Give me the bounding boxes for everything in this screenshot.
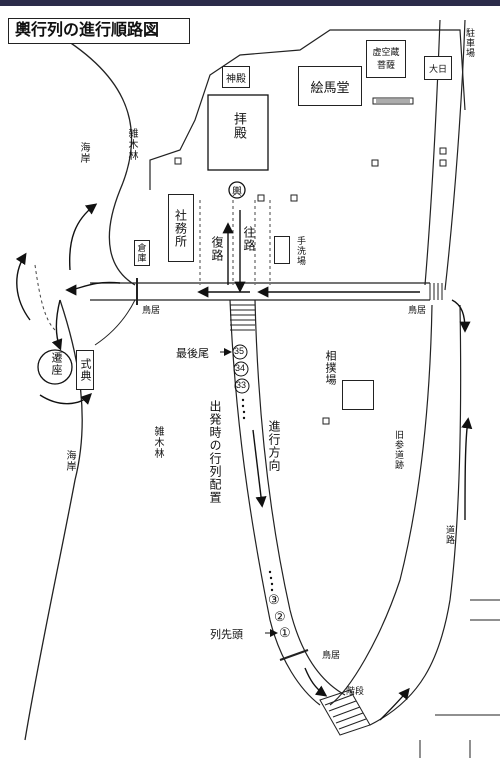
senza-label: 遷座	[50, 352, 62, 376]
procession-number-1: ①	[279, 625, 291, 640]
mikoshi-label: 輿	[232, 187, 242, 198]
last-position-label: 最後尾	[176, 348, 209, 360]
senza-circle	[37, 349, 73, 385]
stairs-label: 階段	[346, 686, 365, 696]
coast-dashed	[34, 264, 56, 331]
road-right-inner	[424, 19, 441, 286]
coast-top-label: 海岸	[78, 142, 89, 164]
coast-bottom-label: 海岸	[64, 450, 75, 472]
sumoba-box	[342, 380, 374, 410]
torii-bottom-mark	[279, 649, 309, 661]
arrow-to-shore	[65, 281, 121, 296]
shikiten-label: 式典	[79, 358, 91, 382]
arrow-to-steps	[304, 667, 328, 697]
road-label: 道路	[445, 525, 455, 545]
kokuzo-box: 虚空蔵 菩薩	[366, 40, 406, 78]
direction-label: 進行方向	[267, 420, 281, 472]
steps-lower	[319, 689, 371, 736]
procession-dots-lower	[268, 570, 274, 592]
departure-formation-label: 出発時の行列配置	[208, 400, 222, 504]
emado-box: 絵馬堂	[298, 66, 362, 106]
procession-number-35: 35	[234, 346, 245, 356]
arrow-road-up	[379, 687, 410, 721]
mikoshi-circle	[228, 181, 246, 199]
approach-left-edge	[229, 299, 321, 706]
sumoba-label: 相撲場	[324, 350, 336, 386]
shinden-label: 神殿	[226, 73, 246, 85]
procession-34-circle	[233, 361, 249, 377]
top-band	[0, 0, 500, 6]
old-approach-label: 旧参道跡	[394, 430, 404, 470]
title-box: 輿行列の進行順路図	[8, 18, 190, 44]
arrow-coast-up	[68, 203, 98, 271]
dainichi-box: 大日	[424, 56, 452, 80]
arrow-progress-down	[252, 429, 267, 508]
arrow-right-turn	[451, 299, 471, 333]
procession-number-33: 33	[236, 380, 247, 390]
soko-box: 倉庫	[134, 240, 150, 266]
temizuba-label: 手洗場	[296, 236, 306, 266]
temizuba-box	[274, 236, 290, 264]
emado-label: 絵馬堂	[310, 79, 350, 95]
steps-right	[429, 283, 443, 300]
soko-label: 倉庫	[136, 243, 147, 263]
haiden-label: 拝殿	[232, 112, 247, 140]
steps-upper	[230, 304, 255, 331]
procession-dots-upper	[241, 398, 246, 420]
shinden-box: 神殿	[222, 66, 250, 88]
structure-line-4	[470, 599, 500, 621]
procession-number-2: ②	[274, 609, 286, 624]
torii-right-label: 鳥居	[408, 305, 427, 315]
arrow-shikiten	[39, 393, 92, 405]
kokuzo-label-1: 虚空蔵	[372, 47, 400, 57]
arrow-far-left	[15, 252, 31, 321]
torii-left-label: 鳥居	[142, 305, 161, 315]
woods-mid-label: 雑木林	[152, 426, 163, 459]
road-right-outer	[444, 19, 466, 291]
procession-number-3: ③	[268, 592, 280, 607]
procession-33-circle	[234, 378, 250, 394]
dainichi-label: 大日	[428, 63, 447, 74]
approach-right-edge	[254, 299, 346, 696]
shamusho-label: 社務所	[173, 208, 188, 248]
return-route-label: 復路	[210, 236, 224, 262]
shamusho-box: 社務所	[168, 194, 194, 262]
procession-number-34: 34	[235, 363, 246, 373]
kokuzo-step	[372, 97, 414, 105]
road-curve-outer	[369, 304, 462, 726]
haiden-box	[207, 94, 269, 171]
outbound-route-label: 往路	[242, 226, 256, 252]
woods-top-label: 雑木林	[126, 128, 137, 161]
procession-35-circle	[232, 344, 248, 360]
shikiten-box: 式典	[76, 350, 94, 390]
parking-label: 駐車場	[465, 28, 475, 58]
precinct-boundary	[149, 29, 466, 190]
kokuzo-label-2: 菩薩	[376, 60, 395, 70]
arrow-road-north	[461, 417, 473, 521]
coastline-upper	[49, 29, 136, 286]
torii-bottom-label: 鳥居	[322, 650, 341, 660]
lead-position-label: 列先頭	[210, 629, 243, 641]
page-title: 輿行列の進行順路図	[15, 22, 160, 39]
shore-line	[94, 299, 136, 346]
arrow-coast-down	[51, 299, 63, 351]
road-curve-inner	[329, 304, 433, 706]
lantern-squares	[174, 147, 447, 425]
